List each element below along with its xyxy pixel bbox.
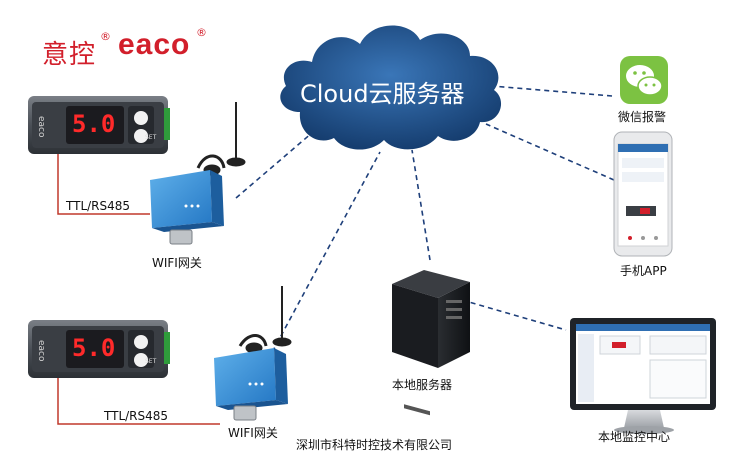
mobile-app-label: 手机APP bbox=[620, 264, 667, 278]
controller-set-label: SET bbox=[145, 134, 157, 141]
brand-logo-en: eaco bbox=[118, 28, 191, 61]
server-tower bbox=[392, 270, 470, 416]
wifi-gateway-bottom-label: WIFI网关 bbox=[228, 426, 278, 440]
link-bottom-gateway-cloud bbox=[267, 151, 381, 361]
link-top-gateway-cloud bbox=[235, 125, 321, 199]
wechat-alarm-label: 微信报警 bbox=[618, 110, 667, 124]
controller-brand: eaco bbox=[36, 116, 46, 138]
link-server-cloud bbox=[411, 149, 431, 261]
desktop-monitor bbox=[570, 318, 716, 434]
smartphone bbox=[613, 131, 673, 257]
serial-wires bbox=[57, 150, 220, 425]
wire-top bbox=[57, 150, 150, 215]
company-name: 深圳市科特时控技术有限公司 bbox=[296, 438, 453, 452]
local-server-label: 本地服务器 bbox=[392, 378, 453, 392]
controller-display-value: 5.0 bbox=[72, 334, 116, 362]
controller-display-value: 5.0 bbox=[72, 110, 116, 138]
controller-top bbox=[28, 96, 170, 154]
wifi-gateway-bottom-box bbox=[214, 348, 288, 421]
network-links bbox=[235, 85, 615, 361]
registered-mark: ® bbox=[196, 26, 207, 39]
link-server-monitor bbox=[461, 299, 567, 331]
wire-label-bottom: TTL/RS485 bbox=[104, 409, 169, 423]
controller-brand: eaco bbox=[36, 340, 46, 362]
antenna-bottom bbox=[238, 286, 292, 354]
wechat-logo bbox=[620, 56, 668, 104]
link-wechat-cloud bbox=[491, 85, 613, 97]
brand-logo-cn: 意控 bbox=[42, 40, 97, 70]
cloud-shape bbox=[280, 25, 502, 150]
wire-label-top: TTL/RS485 bbox=[66, 199, 131, 213]
wifi-gateway-top-box bbox=[150, 170, 224, 245]
local-monitor-label: 本地监控中心 bbox=[598, 430, 671, 444]
controller-bottom bbox=[28, 320, 170, 378]
wire-bottom bbox=[57, 376, 220, 425]
registered-mark: ® bbox=[100, 30, 111, 43]
antenna-top bbox=[196, 102, 246, 176]
wifi-gateway-top-label: WIFI网关 bbox=[152, 256, 202, 270]
link-phone-cloud bbox=[485, 123, 615, 181]
controller-set-label: SET bbox=[145, 358, 157, 365]
cloud-label: Cloud云服务器 bbox=[300, 80, 465, 108]
